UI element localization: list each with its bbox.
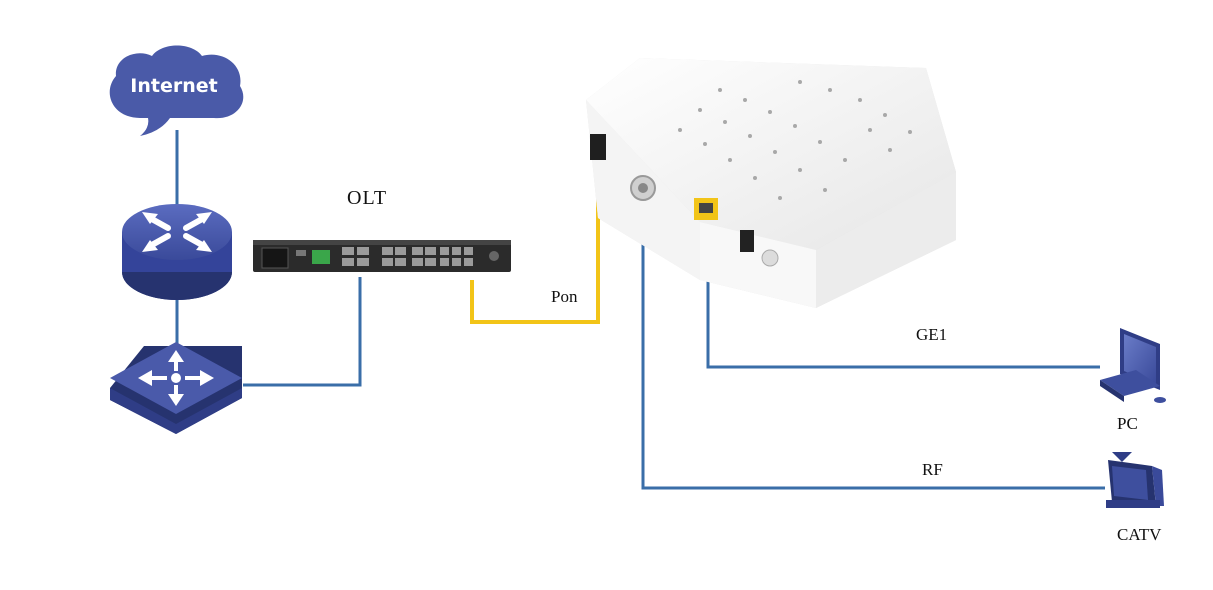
olt-device-icon bbox=[253, 240, 511, 272]
ge1-link-label: GE1 bbox=[916, 325, 948, 344]
links bbox=[175, 130, 1105, 490]
rf-link-label: RF bbox=[922, 460, 943, 479]
pc-icon bbox=[1100, 328, 1166, 403]
internet-label: Internet bbox=[130, 75, 217, 97]
internet-cloud-icon: Internet bbox=[109, 45, 244, 136]
catv-label: CATV bbox=[1117, 525, 1162, 544]
switch-icon bbox=[110, 342, 242, 434]
pc-label: PC bbox=[1117, 414, 1138, 433]
link-rf bbox=[641, 210, 1105, 490]
router-icon bbox=[122, 204, 232, 300]
pon-link-label: Pon bbox=[551, 287, 578, 306]
olt-label: OLT bbox=[347, 187, 388, 209]
onu-device-icon bbox=[586, 58, 956, 308]
tv-icon bbox=[1106, 452, 1164, 508]
link-switch-olt bbox=[243, 277, 362, 387]
link-ge1 bbox=[706, 265, 1100, 369]
link-pon bbox=[470, 168, 600, 324]
